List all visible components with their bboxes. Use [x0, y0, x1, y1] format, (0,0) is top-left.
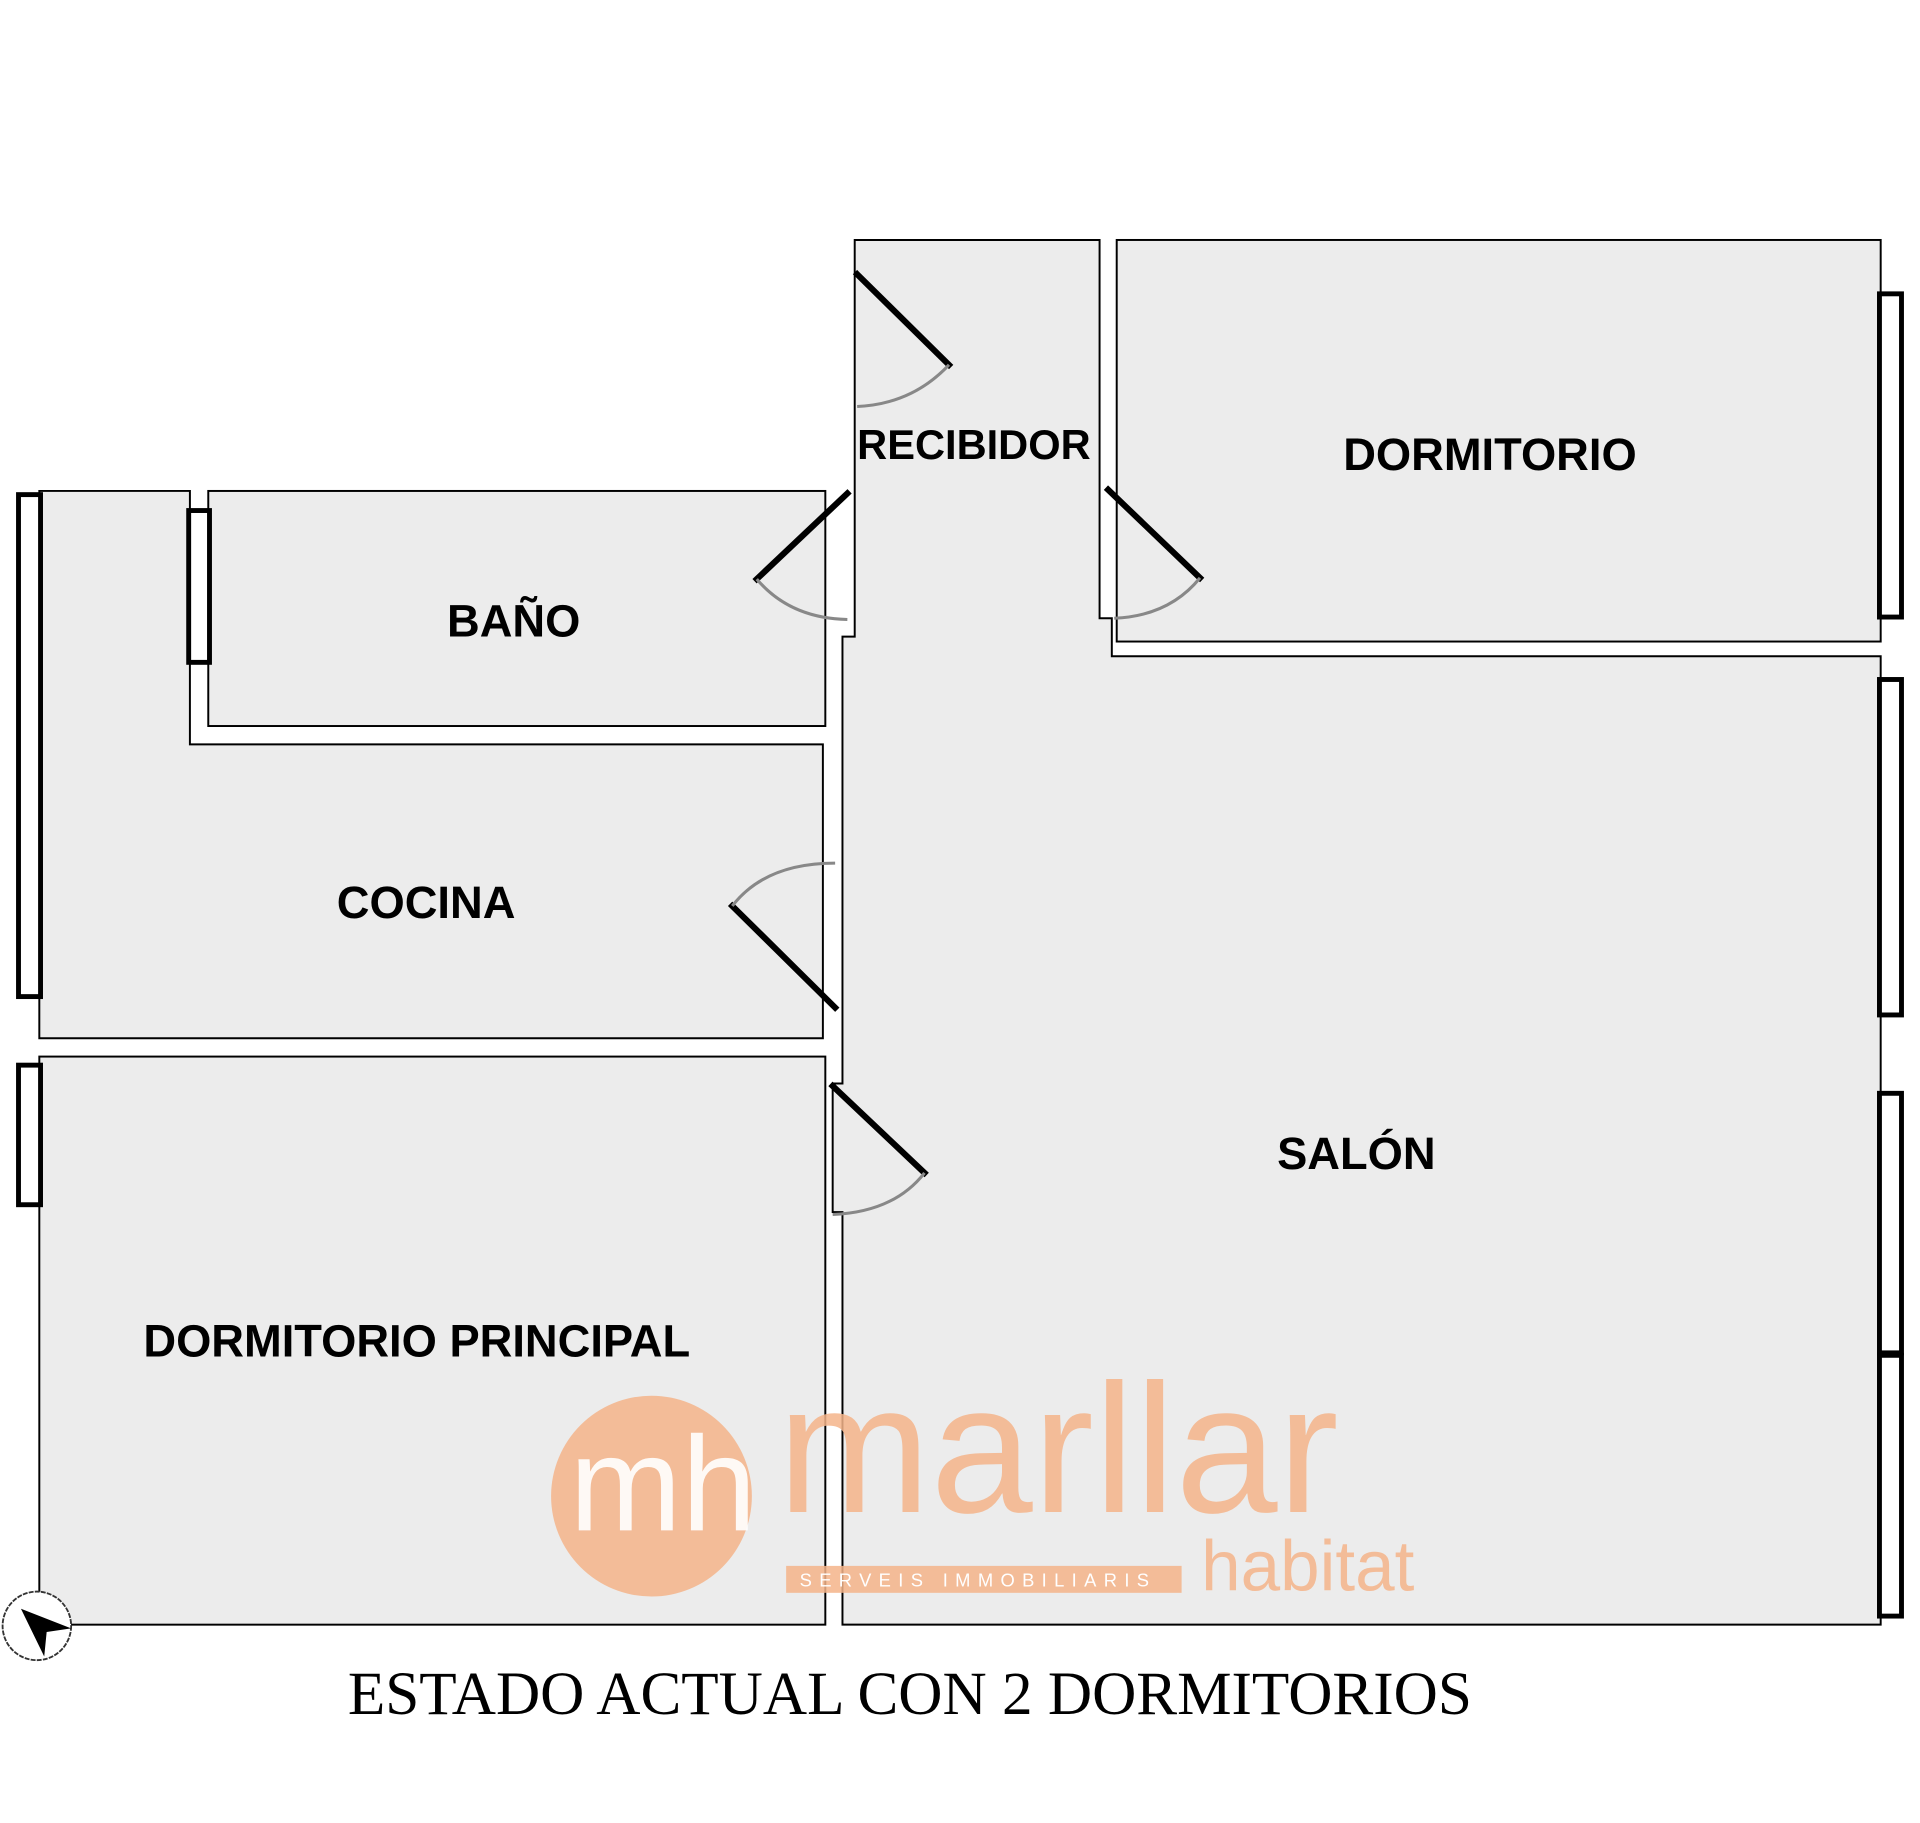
door-dormitorio-principal: [828, 1081, 929, 1217]
room-dormitorio: [1115, 238, 1882, 643]
label-dormitorio: DORMITORIO: [1343, 429, 1637, 480]
logo-tagline: SERVEIS IMMOBILIARIS: [800, 1570, 1157, 1591]
logo-monogram: mh: [569, 1408, 756, 1559]
door-bano: [752, 489, 852, 622]
window: [1877, 1352, 1904, 1619]
window: [186, 508, 212, 665]
window: [1877, 291, 1904, 620]
marllar-habitat-logo: mh marllar SERVEIS IMMOBILIARIS habitat: [551, 1346, 1415, 1606]
label-bano: BAÑO: [447, 596, 580, 647]
label-salon: SALÓN: [1277, 1128, 1435, 1179]
room-cocina: [38, 489, 824, 1040]
north-arrow-icon: [1, 1590, 73, 1662]
window: [16, 1062, 43, 1208]
window: [1877, 1090, 1904, 1356]
label-cocina: COCINA: [337, 877, 516, 928]
window: [1877, 677, 1904, 1018]
room-salon-recibidor: [831, 238, 1882, 1626]
plan-title: ESTADO ACTUAL CON 2 DORMITORIOS: [348, 1660, 1472, 1728]
label-dormitorio-principal: DORMITORIO PRINCIPAL: [143, 1316, 690, 1367]
room-bano: [207, 489, 827, 727]
door-cocina: [727, 861, 840, 1012]
logo-sub: habitat: [1201, 1527, 1414, 1606]
door-entrance: [852, 269, 954, 409]
windows: [16, 291, 1904, 1619]
door-dormitorio: [1103, 485, 1205, 620]
window: [16, 492, 43, 1000]
logo-brand: marllar: [778, 1346, 1339, 1551]
label-recibidor: RECIBIDOR: [857, 421, 1090, 468]
